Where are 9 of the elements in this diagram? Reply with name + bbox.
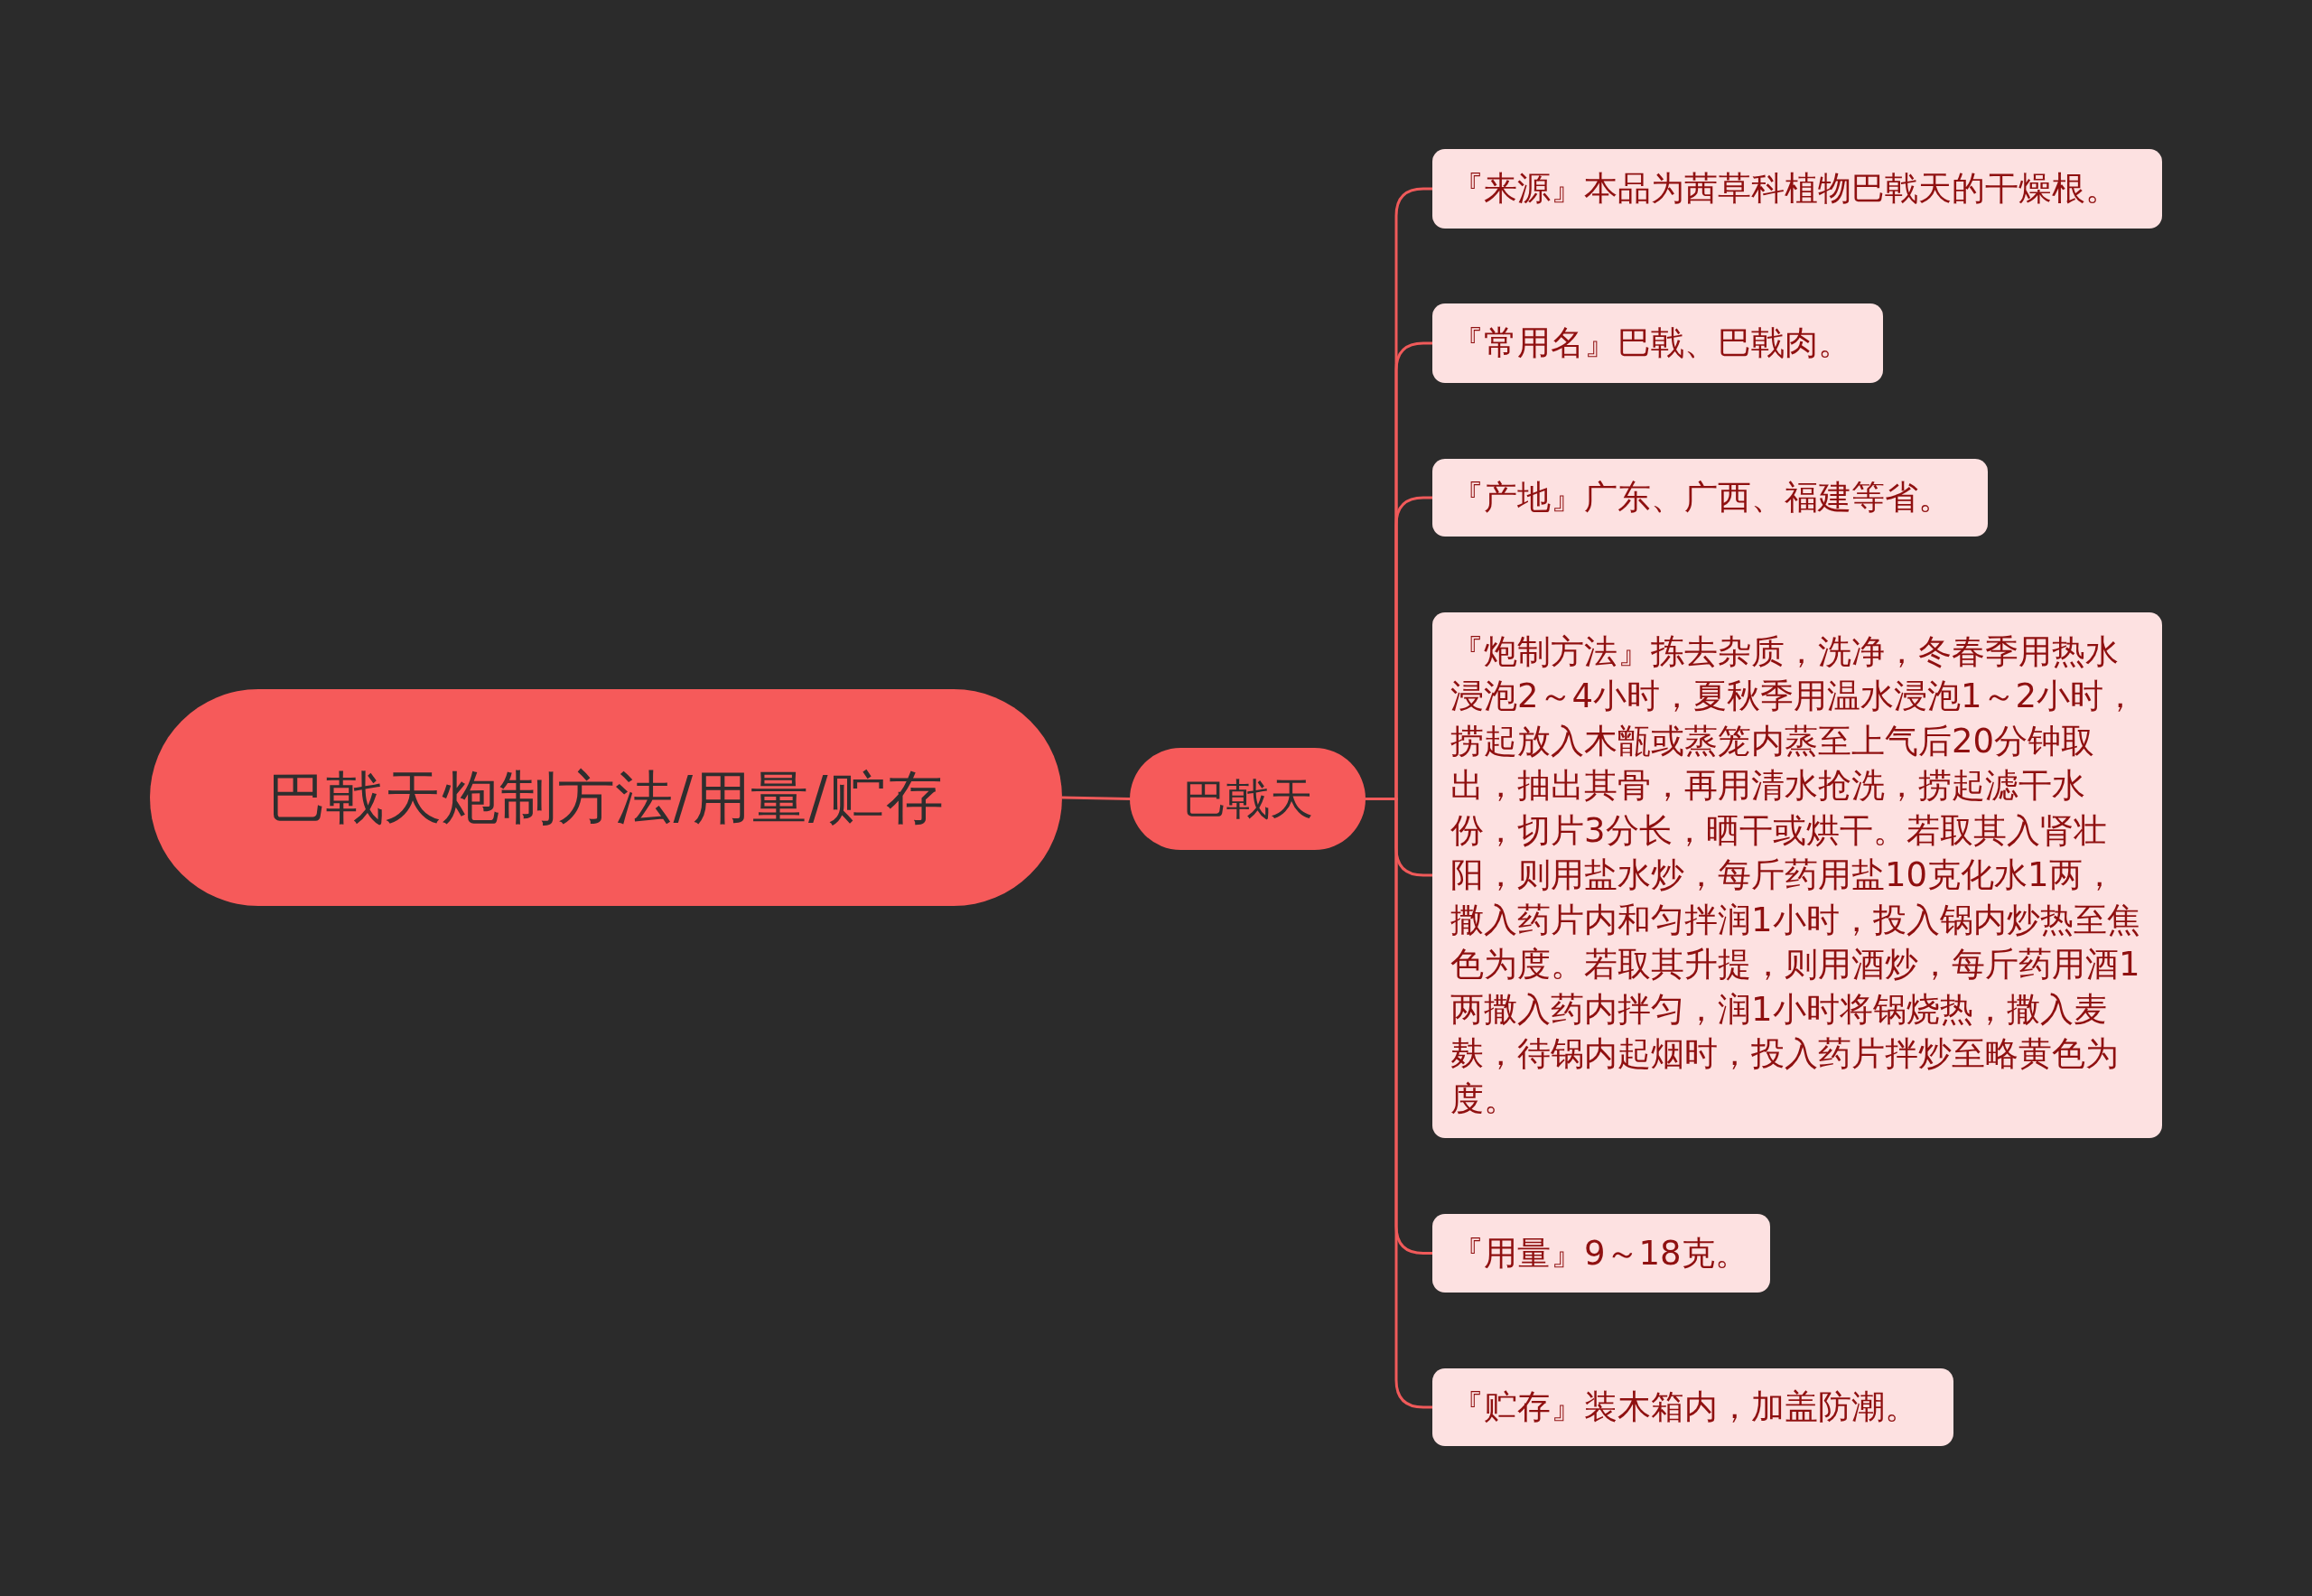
- topic-box: 巴戟天炮制方法/用量/贮存: [150, 689, 1062, 906]
- note-box: 『用量』9～18克。: [1432, 1214, 1770, 1293]
- connector-line: [1061, 796, 1131, 800]
- note-box: 『贮存』装木箱内，加盖防潮。: [1432, 1368, 1953, 1446]
- note-box: 『来源』本品为茜草科植物巴戟天的干燥根。: [1432, 149, 2162, 229]
- note-box: 『炮制方法』拣去杂质，洗净，冬春季用热水浸泡2～4小时，夏秋季用温水浸泡1～2小时，捞起放入木甑或蒸笼内蒸至上气后20分钟取出，抽出其骨，再用清水抢洗，捞起滤干水份，切片3分长，晒干或烘干。若取其入肾壮阳，则用盐水炒，每斤药用盐10克化水1两，撒入药片内和匀拌润1小时，投入锅内炒热至焦色为度。若取其升提，则用酒炒，每斤药用酒1两撒入药内拌匀，润1小时将锅烧热，撒入麦麸，待锅内起烟时，投入药片拌炒至略黄色为度。: [1432, 612, 2162, 1138]
- note-box: 『产地』广东、广西、福建等省。: [1432, 459, 1988, 537]
- note-box: 『常用名』巴戟、巴戟肉。: [1432, 303, 1883, 383]
- topic-box: 巴戟天: [1130, 748, 1366, 850]
